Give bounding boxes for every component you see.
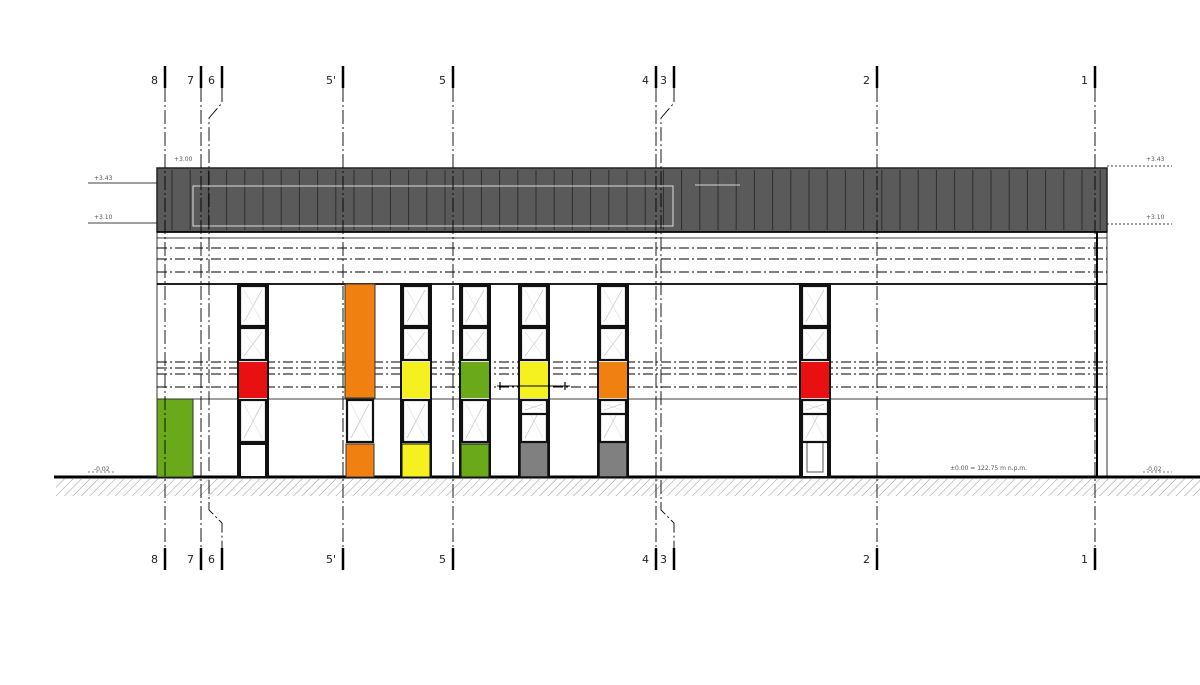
axis-label-bottom: 1	[1081, 553, 1088, 566]
axis-4: 44	[642, 66, 658, 570]
window-column-b	[344, 283, 376, 478]
color-panel-yellow	[520, 362, 548, 398]
axis-label-top: 2	[863, 74, 870, 87]
elev-right-ground: -0.02	[1146, 466, 1162, 473]
window-pane-upper	[519, 284, 549, 328]
window-pane-lower	[345, 398, 375, 444]
window-pane-upper	[238, 284, 268, 328]
axis-label-top: 6	[208, 74, 215, 87]
color-panel-red	[801, 362, 829, 398]
axis-2: 22	[863, 66, 879, 570]
axis-label-top: 4	[642, 74, 649, 87]
axis-label-bottom: 8	[151, 553, 158, 566]
dimension-mark	[497, 382, 570, 390]
color-panel-red	[239, 362, 267, 398]
elev-left-top: +3.43	[94, 175, 113, 182]
axis-label-bottom: 4	[642, 553, 649, 566]
elev-right-top: +3.43	[1146, 156, 1165, 163]
window-pane-small	[598, 398, 628, 416]
window-pane-lower	[238, 398, 268, 444]
window-pane-mid	[598, 326, 628, 362]
axis-label-bottom: 3	[660, 553, 667, 566]
elev-right-mid: +3.10	[1146, 214, 1165, 221]
axis-6: 66	[208, 66, 224, 570]
axis-label-bottom: 2	[863, 553, 870, 566]
elev-left-low: +3.00	[174, 156, 193, 163]
color-panel-orange	[599, 362, 627, 398]
window-columns	[237, 283, 831, 478]
elev-left-ground: -0.02	[94, 466, 110, 473]
axis-5: 55	[439, 66, 455, 570]
color-panel-green	[460, 443, 490, 478]
elev-inner: +3.30	[712, 175, 731, 182]
window-pane-mid	[800, 326, 830, 362]
elevation-leaders	[88, 165, 1172, 473]
window-pane-mid	[460, 326, 490, 362]
color-panel-orange	[345, 443, 375, 478]
color-panel-yellow	[401, 443, 431, 478]
window-pane-small	[519, 398, 549, 416]
window-pane-small	[800, 398, 830, 416]
axis-1: 11	[1081, 66, 1097, 570]
green-corner-panel	[156, 398, 194, 478]
axis-label-top: 5	[439, 74, 446, 87]
ground-hatch	[56, 479, 1200, 496]
window-pane-lower	[401, 398, 431, 444]
axis-label-bottom: 5'	[326, 553, 336, 566]
axis-label-bottom: 6	[208, 553, 215, 566]
axis-label-top: 1	[1081, 74, 1088, 87]
color-panel-green	[461, 362, 489, 398]
window-pane-mid	[238, 326, 268, 362]
window-pane-mid	[519, 326, 549, 362]
datum-note: ±0.00 = 122.75 m n.p.m.	[950, 465, 1027, 472]
axis-7: 77	[187, 66, 203, 570]
window-pane-upper	[401, 284, 431, 328]
axis-8: 88	[151, 66, 167, 570]
axis-label-top: 3	[660, 74, 667, 87]
axis-label-top: 5'	[326, 74, 336, 87]
elev-left-mid: +3.10	[94, 214, 113, 221]
window-pane-lower	[460, 398, 490, 444]
color-panel-yellow	[402, 362, 430, 398]
roof-attic-band	[156, 167, 1108, 233]
axis-label-top: 7	[187, 74, 194, 87]
axis-3: 33	[660, 66, 676, 570]
window-pane-mid	[401, 326, 431, 362]
axis-label-bottom: 7	[187, 553, 194, 566]
lower-panel	[239, 443, 267, 478]
axis-5p: 5' 5'	[326, 66, 345, 570]
axis-label-top: 8	[151, 74, 158, 87]
window-pane-upper	[800, 284, 830, 328]
facade-horizontal-lines	[157, 237, 1107, 400]
axis-label-bottom: 5	[439, 553, 446, 566]
window-pane-upper	[460, 284, 490, 328]
window-pane-upper	[598, 284, 628, 328]
